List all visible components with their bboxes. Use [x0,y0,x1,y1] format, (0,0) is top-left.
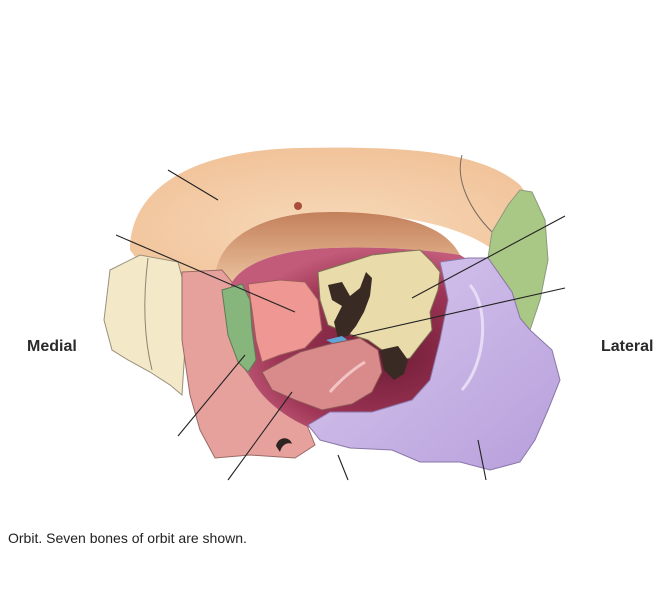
infraorbital-foramen [276,438,292,452]
maxilla-region [103,254,189,397]
leader-line-ethmoid-plate [115,234,296,313]
supraorbital-notch [294,202,302,210]
frontal-bone [130,147,536,282]
leader-line-palatine [351,287,566,337]
infraorbital-groove [328,360,366,393]
medial-label: Medial [27,338,77,355]
leader-line-zygomatic [477,439,487,481]
superior-orbital-fissure [328,272,372,338]
leader-line-frontal [167,169,219,201]
leader-line-maxilla [227,391,293,481]
figure-caption: Orbit. Seven bones of orbit are shown. [8,530,247,546]
zygomatic-bone [307,257,561,471]
zygomatic-rim-highlight [460,283,485,391]
leader-lines [115,169,566,481]
orbital-roof [215,212,460,282]
frontal-suture-line [459,154,493,233]
leader-line-sphenoid [411,215,566,299]
lateral-label: Lateral [601,338,654,355]
leader-line-lacrimal [177,354,246,437]
leader-line-zygomatic-lower [337,454,349,481]
ethmoid-bone [221,283,257,373]
nasal-bone-edge [144,257,153,371]
ethmoid-orbital-plate [247,279,323,363]
inferior-orbital-fissure [380,346,408,380]
